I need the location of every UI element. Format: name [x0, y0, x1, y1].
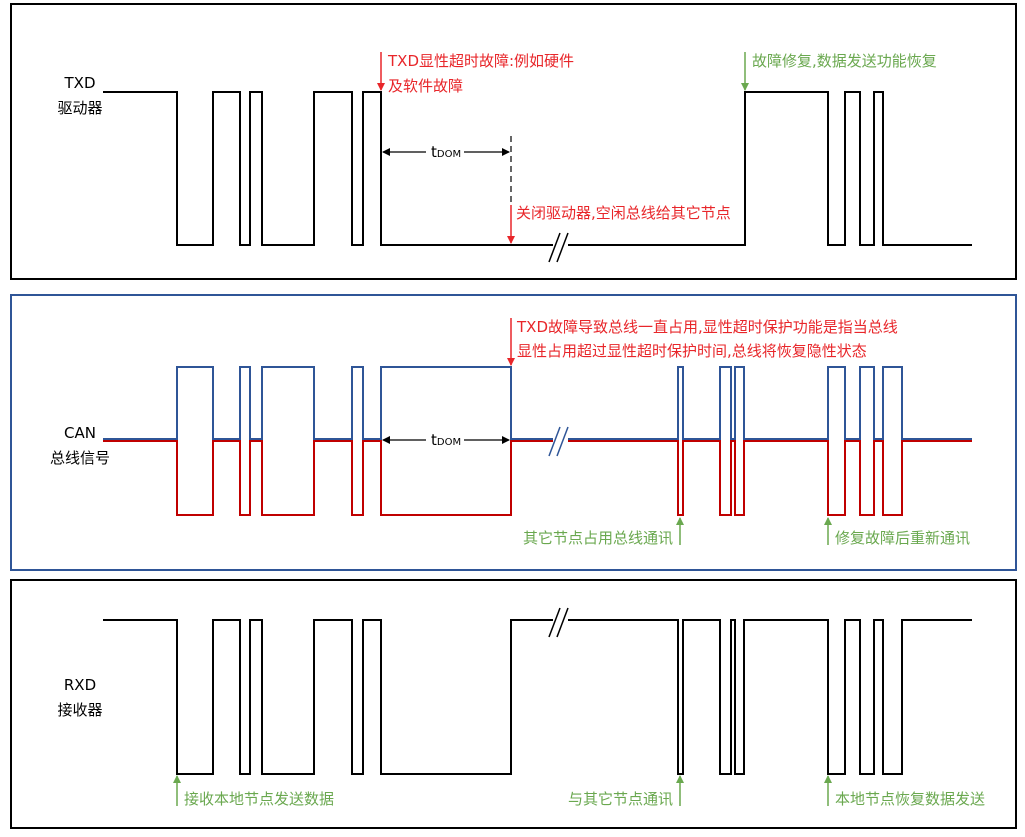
- txd-panel-border: [10, 3, 1017, 280]
- txd-fault-text-2: 及软件故障: [388, 77, 463, 95]
- rxd-panel: RXD 接收器 接收本地节点发送数据 与其它节点通讯 本地节点恢复数据发送: [10, 579, 1017, 829]
- txd-label: TXD: [64, 74, 96, 92]
- can-fault-text-1: TXD故障导致总线一直占用,显性超时保护功能是指当总线: [516, 318, 898, 336]
- close-driver-text: 关闭驱动器,空闲总线给其它节点: [516, 204, 731, 222]
- rxd-label-cn: 接收器: [57, 701, 102, 719]
- rxd-panel-border: [10, 579, 1017, 829]
- txd-panel: TXD 驱动器 TXD显性超时故障:例如硬件 及软件故障 tDOM 关闭驱动器,…: [10, 3, 1017, 280]
- recv-local-text: 接收本地节点发送数据: [184, 790, 334, 808]
- can-label: CAN: [64, 424, 96, 442]
- rxd-label: RXD: [64, 676, 96, 694]
- can-tdom-label: tDOM: [431, 431, 461, 449]
- can-panel: CAN 总线信号 tDOM TXD故障导致总线一直占用,显性超时保护功能是指当总…: [10, 294, 1017, 571]
- can-high-waveform: [103, 366, 972, 440]
- txd-tdom-label: tDOM: [431, 143, 461, 161]
- local-restore-text: 本地节点恢复数据发送: [835, 790, 985, 808]
- can-low-waveform: [103, 440, 972, 516]
- txd-waveform: [103, 91, 972, 246]
- txd-label-cn: 驱动器: [57, 99, 102, 117]
- comm-other-text: 与其它节点通讯: [568, 790, 673, 808]
- can-fault-text-2: 显性占用超过显性超时保护时间,总线将恢复隐性状态: [517, 342, 867, 360]
- repair-restore-text: 故障修复,数据发送功能恢复: [752, 52, 937, 70]
- repair-recomm-text: 修复故障后重新通讯: [835, 529, 970, 547]
- can-label-cn: 总线信号: [50, 449, 110, 467]
- other-nodes-text: 其它节点占用总线通讯: [523, 529, 673, 547]
- can-panel-border: [10, 294, 1017, 571]
- txd-fault-text-1: TXD显性超时故障:例如硬件: [387, 52, 574, 70]
- rxd-waveform: [103, 619, 972, 775]
